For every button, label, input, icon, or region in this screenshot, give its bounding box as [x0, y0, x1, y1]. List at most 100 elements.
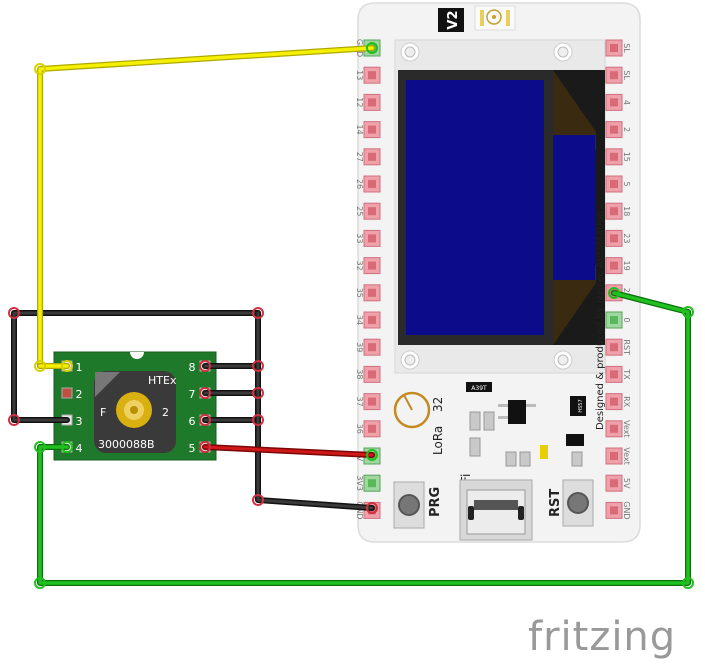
left-pin-label: 27 — [355, 152, 364, 162]
right-pin-2[interactable]: 4 — [605, 93, 631, 111]
right-pin-15[interactable]: Vext — [605, 447, 631, 465]
wire-endpoint[interactable] — [199, 441, 211, 453]
left-pin-8[interactable]: 32 — [355, 257, 381, 275]
wire-endpoint[interactable] — [8, 414, 20, 426]
module-pin-left-2[interactable]: 2 — [61, 387, 83, 401]
wire-endpoint[interactable] — [34, 360, 46, 372]
right-pin-8[interactable]: 19 — [605, 257, 631, 275]
left-pin-label: 36 — [355, 424, 364, 434]
right-pin-label: 18 — [622, 206, 631, 216]
right-pin-14[interactable]: Vext — [605, 420, 631, 438]
label-32: 32 — [431, 397, 445, 412]
rst-label: RST — [548, 489, 563, 517]
oled-display — [394, 39, 606, 374]
usb-connector-icon — [459, 479, 533, 541]
wire-endpoint[interactable] — [682, 306, 694, 318]
right-pin-label: 23 — [622, 233, 631, 243]
wire-endpoint[interactable] — [199, 414, 211, 426]
right-pin-7[interactable]: 23 — [605, 229, 631, 247]
wire-endpoint[interactable] — [252, 307, 264, 319]
right-pin-1[interactable]: SL — [605, 66, 631, 84]
label-lora: LoRa — [431, 426, 445, 455]
left-pin-label: 35 — [355, 288, 364, 298]
wire-endpoint[interactable] — [199, 387, 211, 399]
left-pin-label: 38 — [355, 369, 364, 379]
wires — [8, 42, 694, 589]
wire-endpoint[interactable] — [252, 414, 264, 426]
wire-endpoint[interactable] — [366, 449, 378, 461]
wire-endpoint[interactable] — [366, 502, 378, 514]
left-pin-13[interactable]: 37 — [355, 393, 381, 411]
wire-endpoint[interactable] — [61, 360, 73, 372]
wire-black-gnd[interactable] — [255, 310, 375, 511]
wire-endpoint[interactable] — [366, 42, 378, 54]
left-pin-5[interactable]: 26 — [355, 175, 381, 193]
left-pin-label: 3V3 — [355, 475, 364, 491]
wire-endpoint[interactable] — [34, 577, 46, 589]
right-pin-3[interactable]: 2 — [605, 121, 631, 139]
wire-endpoint[interactable] — [8, 307, 20, 319]
right-pin-10[interactable]: 0 — [605, 311, 631, 329]
module-label-f: F — [100, 406, 106, 419]
right-pin-11[interactable]: RST — [605, 338, 631, 356]
wire-endpoint[interactable] — [608, 287, 620, 299]
module-pin-label: 4 — [76, 442, 83, 455]
wire-endpoint[interactable] — [199, 360, 211, 372]
right-pin-12[interactable]: TX — [605, 365, 631, 383]
right-pin-5[interactable]: 5 — [605, 175, 631, 193]
left-pin-label: 26 — [355, 179, 364, 189]
right-pin-16[interactable]: 5V — [605, 474, 631, 492]
svg-text:A39T: A39T — [471, 385, 487, 392]
right-pin-label: RX — [622, 396, 631, 408]
right-pin-label: 22 — [622, 288, 631, 298]
left-pin-16[interactable]: 3V3 — [355, 474, 381, 492]
version-badge — [438, 8, 464, 32]
chip-hs57 — [570, 396, 586, 416]
left-pin-7[interactable]: 33 — [355, 229, 381, 247]
left-pin-label: 14 — [355, 125, 364, 135]
right-pin-6[interactable]: 18 — [605, 202, 631, 220]
left-pin-12[interactable]: 38 — [355, 365, 381, 383]
antenna-connector-icon — [474, 5, 516, 31]
left-pin-3[interactable]: 14 — [355, 121, 381, 139]
oled-screen — [406, 80, 544, 335]
right-pin-17[interactable]: GND — [605, 501, 631, 520]
left-pin-label: 13 — [355, 70, 364, 80]
wire-endpoint[interactable] — [61, 441, 73, 453]
left-pin-label: 37 — [355, 397, 364, 407]
right-pin-13[interactable]: RX — [605, 393, 631, 411]
left-pin-label: 12 — [355, 97, 364, 107]
right-pin-4[interactable]: 15 — [605, 148, 631, 166]
module-pin-label: 8 — [189, 361, 196, 374]
wire-endpoint[interactable] — [682, 577, 694, 589]
right-pin-label: 15 — [622, 152, 631, 162]
rst-button[interactable] — [562, 479, 594, 527]
left-pin-2[interactable]: 12 — [355, 93, 381, 111]
left-pin-11[interactable]: 39 — [355, 338, 381, 356]
credit-text: Designed & produced by Heltec AutoMation — [595, 211, 606, 430]
module-label-2: 2 — [162, 406, 169, 419]
left-pin-10[interactable]: 34 — [355, 311, 381, 329]
right-pin-0[interactable]: SL — [605, 39, 631, 57]
left-pin-9[interactable]: 35 — [355, 284, 381, 302]
wire-endpoint[interactable] — [252, 494, 264, 506]
wire-endpoint[interactable] — [34, 63, 46, 75]
left-pin-4[interactable]: 27 — [355, 148, 381, 166]
left-pin-1[interactable]: 13 — [355, 66, 381, 84]
module-pin-label: 1 — [76, 361, 83, 374]
wire-endpoint[interactable] — [34, 441, 46, 453]
prg-label: PRG — [428, 487, 443, 517]
right-pin-label: Vext — [622, 420, 631, 438]
prg-button[interactable] — [393, 481, 425, 529]
right-pin-label: 2 — [622, 127, 631, 132]
left-pin-6[interactable]: 25 — [355, 202, 381, 220]
wire-endpoint[interactable] — [252, 360, 264, 372]
right-pin-label: 5 — [622, 181, 631, 186]
left-pin-14[interactable]: 36 — [355, 420, 381, 438]
heltec-lora32-board: V2 Designed & produce — [355, 2, 641, 543]
crystal-icon — [393, 391, 431, 429]
wire-endpoint[interactable] — [252, 387, 264, 399]
right-pin-label: GND — [622, 501, 631, 519]
wire-yellow[interactable] — [37, 45, 375, 369]
